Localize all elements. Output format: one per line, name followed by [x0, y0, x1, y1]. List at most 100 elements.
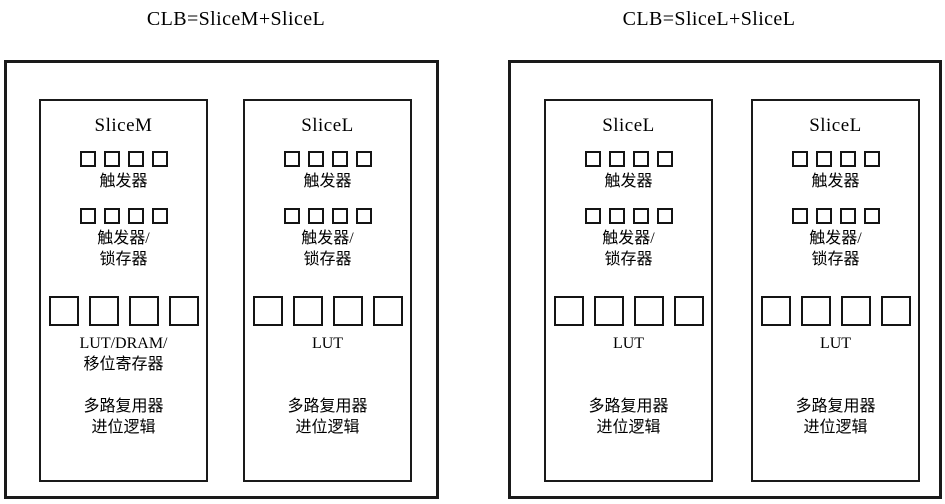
- flipflop-latch-cell: [103, 208, 120, 224]
- lut-label-line1: LUT: [819, 335, 852, 352]
- flipflop-latch-cell: [815, 208, 832, 224]
- lut-cell-row-slicel-a: [546, 296, 711, 326]
- flipflop-cell: [863, 151, 880, 167]
- lut-cell: [553, 296, 584, 326]
- mux-label-line: 多路复用器: [287, 398, 368, 415]
- lut-label-slicel: LUT: [245, 333, 410, 354]
- lut-cell: [800, 296, 831, 326]
- flipflop-latch-label-line2: 锁存器: [811, 251, 860, 268]
- flipflop-latch-cell: [79, 208, 96, 224]
- flipflop-latch-cell: [283, 208, 300, 224]
- lut-cell: [128, 296, 159, 326]
- flipflop-latch-cell-row-slicel-b: [753, 208, 918, 224]
- lut-cell: [372, 296, 403, 326]
- flipflop-latch-cell: [151, 208, 168, 224]
- flipflop-cell: [127, 151, 144, 167]
- flipflop-cell: [815, 151, 832, 167]
- flipflop-cell: [79, 151, 96, 167]
- flipflop-latch-cell: [839, 208, 856, 224]
- lut-label-line1: LUT: [311, 335, 344, 352]
- flipflop-label-slicel-b: 触发器: [753, 171, 918, 192]
- flipflop-latch-label-slicel: 触发器/ 锁存器: [245, 228, 410, 270]
- flipflop-cell: [307, 151, 324, 167]
- lut-label-slicem: LUT/DRAM/ 移位寄存器: [41, 333, 206, 375]
- carry-logic-label-line: 进位逻辑: [803, 419, 868, 436]
- flipflop-latch-label-line1: 触发器/: [602, 230, 655, 247]
- clb-title-left: CLB=SliceM+SliceL: [146, 8, 326, 30]
- flipflop-label-slicel-a: 触发器: [546, 171, 711, 192]
- flipflop-latch-cell-row-slicel: [245, 208, 410, 224]
- lut-label-slicel-a: LUT: [546, 333, 711, 354]
- slice-box-slicel-left-diagram: SliceL 触发器 触发器/ 锁存器: [243, 99, 412, 482]
- lut-cell: [48, 296, 79, 326]
- lut-cell: [88, 296, 119, 326]
- flipflop-cell: [283, 151, 300, 167]
- slice-title-slicel-b: SliceL: [809, 115, 862, 136]
- flipflop-latch-label-slicem: 触发器/ 锁存器: [41, 228, 206, 270]
- flipflop-latch-cell: [355, 208, 372, 224]
- carry-logic-label-line: 进位逻辑: [91, 419, 156, 436]
- flipflop-cell: [632, 151, 649, 167]
- clb-outer-box-left: SliceM 触发器 触发器/ 锁存器: [4, 60, 439, 499]
- flipflop-label-line: 触发器: [811, 173, 860, 190]
- lut-cell: [880, 296, 911, 326]
- flipflop-label-line: 触发器: [303, 173, 352, 190]
- flipflop-cell-row-slicem: [41, 151, 206, 167]
- lut-cell-row-slicel-b: [753, 296, 918, 326]
- flipflop-cell: [608, 151, 625, 167]
- flipflop-latch-cell: [584, 208, 601, 224]
- lut-cell: [168, 296, 199, 326]
- flipflop-label-line: 触发器: [604, 173, 653, 190]
- flipflop-latch-label-line1: 触发器/: [301, 230, 354, 247]
- flipflop-label-slicem: 触发器: [41, 171, 206, 192]
- flipflop-cell: [103, 151, 120, 167]
- flipflop-cell: [151, 151, 168, 167]
- flipflop-cell-row-slicel-b: [753, 151, 918, 167]
- lut-cell: [633, 296, 664, 326]
- carry-logic-label-line: 进位逻辑: [596, 419, 661, 436]
- clb-diagram-slicem-slicel: CLB=SliceM+SliceL SliceM 触发器 触发器/: [0, 0, 472, 504]
- misc-label-slicel-b: 多路复用器 进位逻辑: [753, 396, 918, 438]
- flipflop-latch-cell: [608, 208, 625, 224]
- flipflop-cell: [331, 151, 348, 167]
- flipflop-cell-row-slicel-a: [546, 151, 711, 167]
- flipflop-cell: [791, 151, 808, 167]
- clb-diagram-slicel-slicel: CLB=SliceL+SliceL SliceL 触发器 触发器/: [473, 0, 945, 504]
- lut-label-line2: 移位寄存器: [83, 356, 164, 373]
- misc-label-slicel-a: 多路复用器 进位逻辑: [546, 396, 711, 438]
- lut-label-line1: LUT/DRAM/: [79, 335, 168, 352]
- lut-cell: [673, 296, 704, 326]
- clb-title-right: CLB=SliceL+SliceL: [622, 8, 796, 30]
- mux-label-line: 多路复用器: [795, 398, 876, 415]
- misc-label-slicel: 多路复用器 进位逻辑: [245, 396, 410, 438]
- flipflop-latch-label-line2: 锁存器: [303, 251, 352, 268]
- slice-box-slicel-b: SliceL 触发器 触发器/ 锁存器: [751, 99, 920, 482]
- flipflop-cell: [656, 151, 673, 167]
- lut-label-slicel-b: LUT: [753, 333, 918, 354]
- slice-title-slicel: SliceL: [301, 115, 354, 136]
- flipflop-latch-cell: [863, 208, 880, 224]
- lut-cell: [760, 296, 791, 326]
- flipflop-cell: [839, 151, 856, 167]
- clb-outer-box-right: SliceL 触发器 触发器/ 锁存器: [508, 60, 942, 499]
- slice-title-slicel-a: SliceL: [602, 115, 655, 136]
- slice-box-slicel-a: SliceL 触发器 触发器/ 锁存器: [544, 99, 713, 482]
- flipflop-latch-cell-row-slicel-a: [546, 208, 711, 224]
- flipflop-cell-row-slicel: [245, 151, 410, 167]
- flipflop-latch-cell: [331, 208, 348, 224]
- flipflop-latch-label-slicel-a: 触发器/ 锁存器: [546, 228, 711, 270]
- lut-label-line1: LUT: [612, 335, 645, 352]
- lut-cell: [840, 296, 871, 326]
- flipflop-latch-cell: [307, 208, 324, 224]
- flipflop-label-line: 触发器: [99, 173, 148, 190]
- slice-box-slicem: SliceM 触发器 触发器/ 锁存器: [39, 99, 208, 482]
- flipflop-latch-label-line2: 锁存器: [604, 251, 653, 268]
- flipflop-cell: [355, 151, 372, 167]
- flipflop-latch-label-line1: 触发器/: [809, 230, 862, 247]
- mux-label-line: 多路复用器: [83, 398, 164, 415]
- lut-cell: [332, 296, 363, 326]
- flipflop-latch-cell: [656, 208, 673, 224]
- carry-logic-label-line: 进位逻辑: [295, 419, 360, 436]
- flipflop-latch-label-line2: 锁存器: [99, 251, 148, 268]
- flipflop-latch-cell: [632, 208, 649, 224]
